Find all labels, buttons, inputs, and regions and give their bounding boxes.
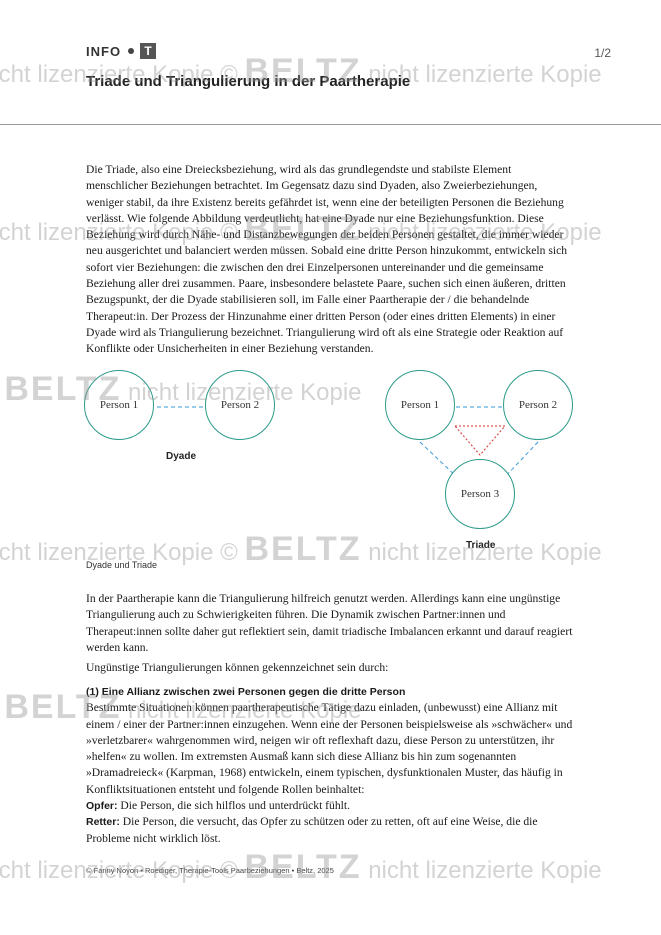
retter-term: Retter: bbox=[86, 816, 120, 829]
triade-person-2: Person 2 bbox=[503, 370, 573, 440]
paragraph-3: Ungünstige Triangulierungen können geken… bbox=[86, 660, 576, 676]
retter-item: Retter: Die Person, die versucht, das Op… bbox=[86, 814, 576, 847]
paragraph-2: In der Paartherapie kann die Triangulier… bbox=[86, 591, 576, 656]
opfer-text: Die Person, die sich hilflos und unterdr… bbox=[117, 799, 350, 813]
page-number: 1/2 bbox=[594, 46, 611, 60]
triade-person-3: Person 3 bbox=[445, 459, 515, 529]
bullet-dot-icon bbox=[128, 48, 134, 54]
dyade-person-2: Person 2 bbox=[205, 370, 275, 440]
dyade-label: Dyade bbox=[166, 451, 197, 462]
header-rule bbox=[0, 124, 661, 125]
alliance-section: (1) Eine Allianz zwischen zwei Personen … bbox=[86, 684, 576, 847]
copyright-footer: © Fanny Noyon • Roediger, Therapie-Tools… bbox=[86, 866, 334, 875]
alliance-text: Bestimmte Situationen können paartherape… bbox=[86, 701, 573, 796]
dyade-triade-figure: Person 1 Person 2 Dyade Person 1 Person … bbox=[0, 355, 661, 555]
intro-text: Die Triade, also eine Dreiecksbeziehung,… bbox=[86, 163, 568, 356]
opfer-term: Opfer: bbox=[86, 800, 118, 813]
dyade-person-1: Person 1 bbox=[84, 370, 154, 440]
triade-inner-triangle bbox=[453, 425, 507, 456]
opfer-item: Opfer: Die Person, die sich hilflos und … bbox=[86, 798, 576, 814]
tool-type-badge: T bbox=[140, 43, 156, 59]
alliance-heading: (1) Eine Allianz zwischen zwei Personen … bbox=[86, 686, 406, 698]
retter-text: Die Person, die versucht, das Opfer zu s… bbox=[86, 815, 538, 845]
header-info-label: INFO bbox=[86, 44, 122, 59]
paragraph-2-text: In der Paartherapie kann die Triangulier… bbox=[86, 592, 573, 654]
intro-paragraph: Die Triade, also eine Dreiecksbeziehung,… bbox=[86, 162, 576, 358]
triade-person-1: Person 1 bbox=[385, 370, 455, 440]
page-title: Triade und Triangulierung in der Paarthe… bbox=[86, 73, 411, 90]
watermark-text: nicht lizenzierte Kopie bbox=[368, 857, 602, 884]
triade-label: Triade bbox=[466, 540, 496, 551]
figure-caption: Dyade und Triade bbox=[86, 560, 158, 570]
paragraph-3-text: Ungünstige Triangulierungen können geken… bbox=[86, 661, 389, 674]
